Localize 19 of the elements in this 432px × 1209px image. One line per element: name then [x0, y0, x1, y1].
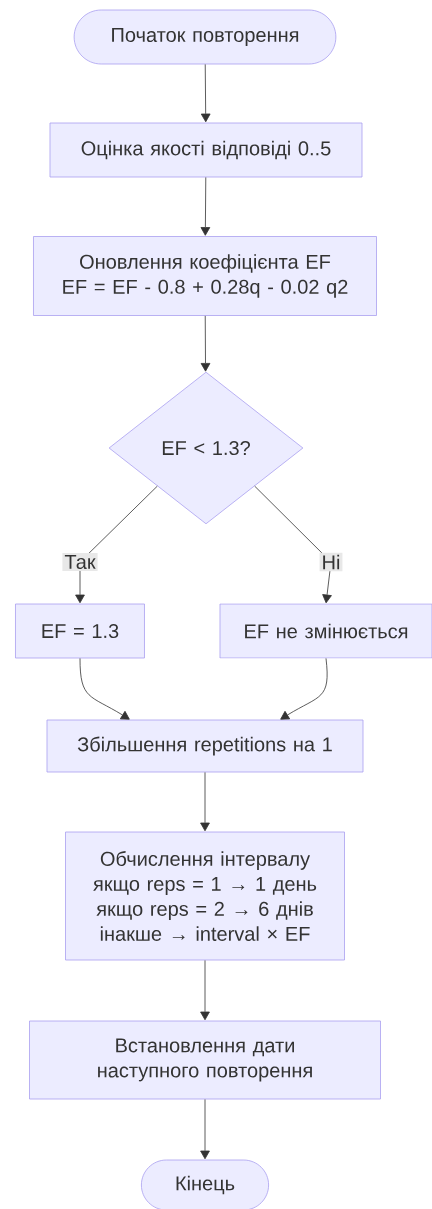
process-box: Збільшення repetitions на 1	[46, 719, 364, 773]
arrow	[200, 1099, 210, 1160]
arrow	[280, 658, 328, 720]
process-box: Оновлення коефіцієнта EF EF = EF - 0.8 + 0.28q - 0.02 q2	[33, 236, 377, 316]
arrow	[200, 960, 210, 1021]
arrow	[75, 485, 158, 604]
process-box: EF не змінюється	[219, 603, 432, 659]
arrow	[79, 658, 130, 720]
process-box: Встановлення дати наступного повторення	[29, 1020, 381, 1100]
edge-label: Так	[62, 553, 98, 571]
process-box: EF = 1.3	[15, 603, 145, 659]
arrow	[254, 485, 332, 604]
arrow	[200, 772, 210, 832]
edge-label: Ні	[319, 552, 343, 572]
arrow	[200, 315, 211, 372]
arrow	[200, 177, 211, 236]
process-box: Оцінка якості відповіді 0..5	[49, 122, 363, 178]
arrow	[200, 64, 211, 123]
process-box: Обчислення інтервалу якщо reps = 1 → 1 день якщо reps = 2 → 6 днів інакше → interval × EF	[65, 831, 345, 961]
